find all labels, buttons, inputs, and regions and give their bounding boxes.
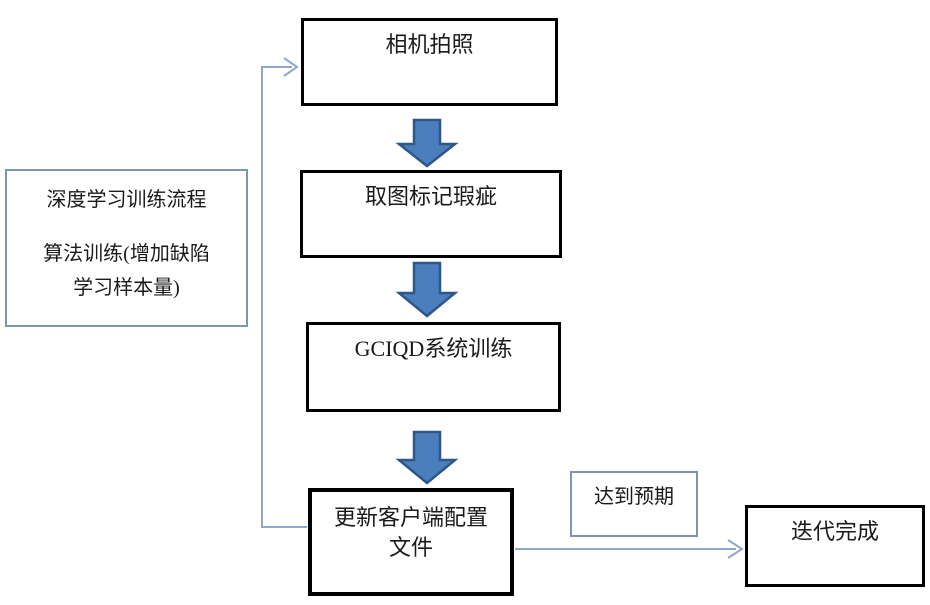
node-update-client-config-line2: 文件 <box>388 535 433 560</box>
feedback-arrowhead-icon <box>283 57 299 77</box>
feedback-connector-line <box>261 66 307 528</box>
node-iteration-done: 迭代完成 <box>745 505 925 587</box>
note-line-1: 深度学习训练流程 <box>46 189 207 211</box>
edge-label-expected: 达到预期 <box>570 471 698 537</box>
edge-label-expected-text: 达到预期 <box>594 486 674 508</box>
node-camera-capture-label: 相机拍照 <box>385 32 474 57</box>
note-box-training-process: 深度学习训练流程 算法训练(增加缺陷 学习样本量) <box>5 169 248 327</box>
block-down-arrow-2-icon <box>395 261 459 318</box>
node-mark-defects-label: 取图标记瑕疵 <box>364 184 497 209</box>
node-gciqd-training-label: GCIQD系统训练 <box>354 336 513 361</box>
node-mark-defects: 取图标记瑕疵 <box>300 170 562 258</box>
note-line-3: 学习样本量) <box>73 277 180 299</box>
node-update-client-config: 更新客户端配置 文件 <box>308 488 514 596</box>
note-blank-gap <box>7 217 246 237</box>
note-line-2: 算法训练(增加缺陷 <box>43 243 210 265</box>
block-down-arrow-1-icon <box>395 118 459 168</box>
node-update-client-config-line1: 更新客户端配置 <box>333 505 488 530</box>
node-gciqd-training: GCIQD系统训练 <box>306 322 561 412</box>
result-arrowhead-icon <box>727 539 744 559</box>
node-iteration-done-label: 迭代完成 <box>790 519 879 544</box>
node-camera-capture: 相机拍照 <box>301 18 558 106</box>
block-down-arrow-3-icon <box>395 430 459 485</box>
